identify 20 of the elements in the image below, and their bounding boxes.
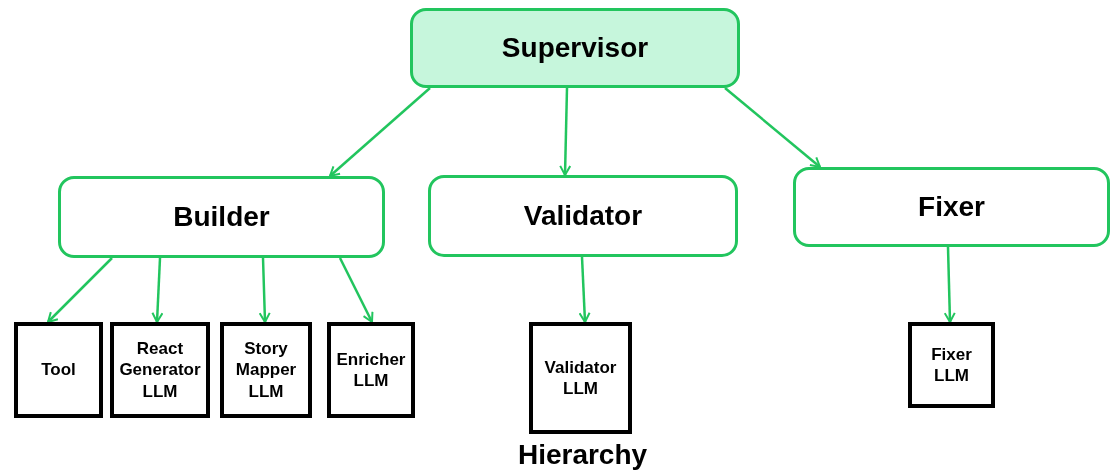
role-box: Builder: [58, 176, 385, 258]
arrow: [258, 257, 271, 323]
arrow: [151, 257, 164, 323]
agent-box: Validator LLM: [529, 322, 632, 434]
agent-box: Enricher LLM: [327, 322, 415, 418]
role-box: Fixer: [793, 167, 1110, 247]
agent-box: Story Mapper LLM: [220, 322, 312, 418]
arrow: [338, 257, 374, 323]
arrow: [329, 87, 431, 177]
role-box: Supervisor: [410, 8, 740, 88]
caption: Hierarchy: [516, 438, 649, 472]
agent-box: Fixer LLM: [908, 322, 995, 408]
arrow: [47, 257, 113, 323]
arrow: [943, 246, 956, 323]
agent-box: React Generator LLM: [110, 322, 210, 418]
agent-box: Tool: [14, 322, 103, 418]
role-box: Validator: [428, 175, 738, 257]
arrow: [559, 87, 572, 176]
arrow: [578, 256, 591, 323]
arrow: [724, 87, 821, 168]
